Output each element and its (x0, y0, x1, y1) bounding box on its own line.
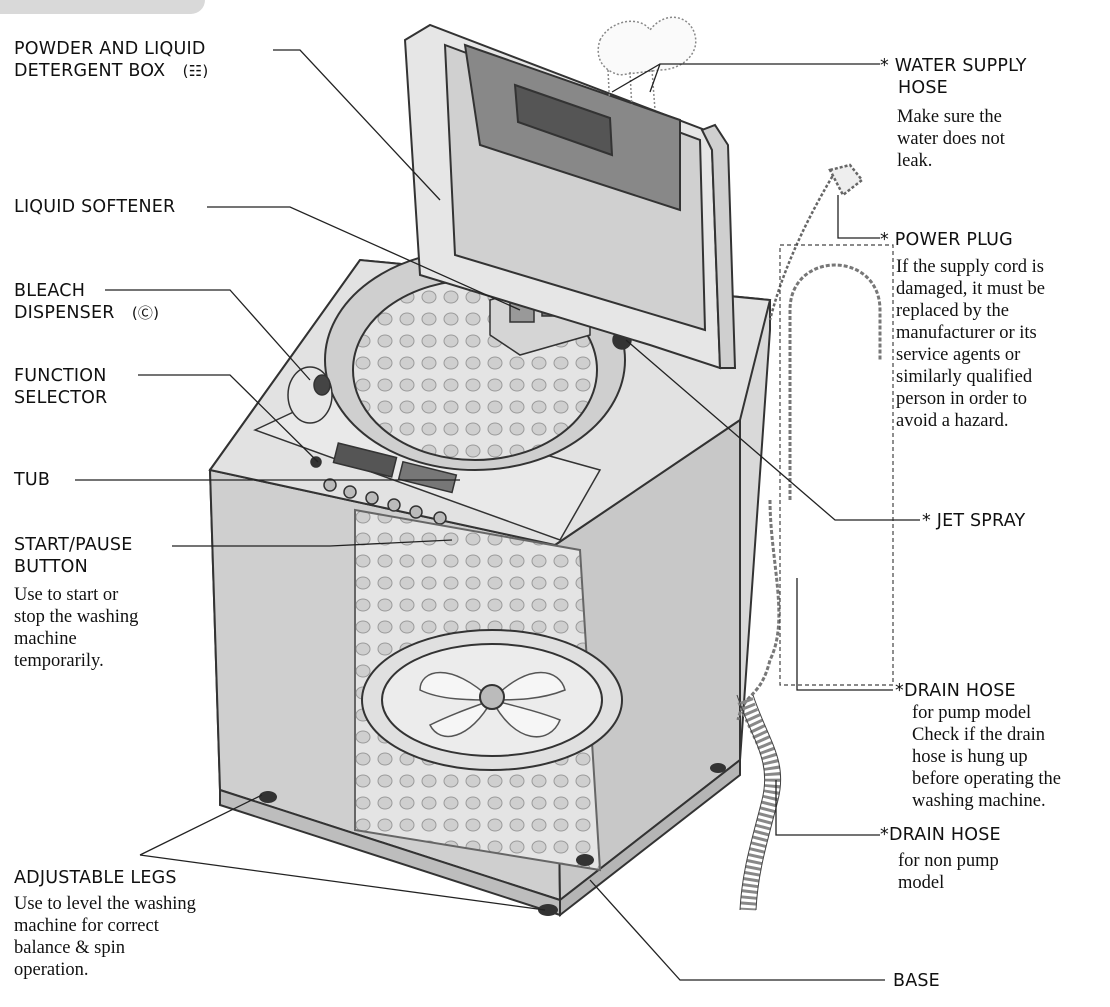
pump-hose-box (779, 244, 894, 686)
bleach-symbol-icon: (Ⓒ) (131, 304, 160, 322)
desc-adjustable-legs: Use to level the washing machine for cor… (14, 893, 196, 981)
desc-line: manufacturer or its (896, 323, 1037, 343)
desc-line: Check if the drain (912, 725, 1046, 745)
desc-line: damaged, it must be (896, 279, 1045, 299)
desc-line: for non pump (898, 851, 999, 871)
desc-line: service agents or (896, 345, 1021, 365)
desc-power-plug: If the supply cord is damaged, it must b… (896, 256, 1045, 432)
tub (324, 249, 626, 872)
label-drain-hose-pump-line1: *DRAIN HOSE (895, 681, 1016, 701)
desc-line: before operating the (912, 769, 1061, 789)
label-function-selector-line2: SELECTOR (14, 388, 108, 408)
leader-lines (75, 49, 920, 981)
faucet (597, 16, 697, 111)
desc-line: temporarily. (14, 651, 104, 671)
desc-line: replaced by the (896, 301, 1009, 321)
label-bleach-line1: BLEACH (14, 281, 86, 301)
desc-line: person in order to (896, 389, 1028, 409)
desc-water-supply: Make sure the water does not leak. (897, 106, 1005, 172)
desc-line: machine (14, 629, 77, 649)
label-drain-hose-nonpump-line1: *DRAIN HOSE (880, 825, 1001, 845)
desc-line: stop the washing (14, 607, 139, 627)
desc-line: washing machine. (912, 791, 1046, 811)
desc-line: balance & spin (14, 938, 125, 958)
legs (259, 763, 726, 916)
label-bleach-dispenser: BLEACH DISPENSER (Ⓒ) (14, 280, 159, 324)
label-water-supply-line1: * WATER SUPPLY (880, 56, 1027, 76)
label-drain-hose-nonpump: *DRAIN HOSE (880, 824, 1001, 846)
desc-start-pause: Use to start or stop the washing machine… (14, 584, 138, 672)
label-tub: TUB (14, 470, 51, 490)
lid (403, 23, 737, 370)
label-function-selector: FUNCTION SELECTOR (14, 365, 107, 409)
desc-line: water does not (897, 129, 1005, 149)
desc-line: model (898, 873, 945, 893)
desc-line: similarly qualified (896, 367, 1033, 387)
desc-line: for pump model (912, 703, 1032, 723)
label-liquid-softener: LIQUID SOFTENER (14, 197, 176, 217)
detergent-symbol-icon: (☷) (182, 62, 209, 80)
desc-line: machine for correct (14, 916, 159, 936)
desc-line: operation. (14, 960, 89, 980)
label-drain-hose-pump: *DRAIN HOSE (895, 680, 1016, 702)
label-function-selector-line1: FUNCTION (14, 366, 107, 386)
desc-line: Make sure the (897, 107, 1002, 127)
label-base: BASE (893, 971, 940, 991)
desc-line: If the supply cord is (896, 257, 1044, 277)
desc-line: Use to start or (14, 585, 119, 605)
desc-line: avoid a hazard. (896, 411, 1009, 431)
label-water-supply-hose: * WATER SUPPLY HOSE (880, 55, 1027, 99)
desc-line: Use to level the washing (14, 894, 196, 914)
nonpump-drain-hose (737, 697, 781, 911)
desc-drain-hose-pump: for pump model Check if the drain hose i… (912, 702, 1061, 812)
label-power-plug: * POWER PLUG (880, 230, 1013, 250)
label-detergent-box-line1: POWDER AND LIQUID (14, 39, 206, 59)
corner-tab (0, 0, 205, 14)
desc-drain-hose-nonpump: for non pump model (898, 850, 999, 894)
desc-line: leak. (897, 151, 933, 171)
label-detergent-box: POWDER AND LIQUID DETERGENT BOX (☷) (14, 38, 208, 82)
label-bleach-line2: DISPENSER (14, 303, 115, 323)
label-adjustable-legs: ADJUSTABLE LEGS (14, 868, 177, 888)
label-jet-spray: * JET SPRAY (922, 511, 1026, 531)
label-start-pause-line2: BUTTON (14, 557, 88, 577)
label-detergent-box-line2: DETERGENT BOX (14, 61, 166, 81)
power-cord (768, 163, 864, 321)
desc-line: hose is hung up (912, 747, 1028, 767)
label-start-pause-line1: START/PAUSE (14, 535, 133, 555)
label-water-supply-line2: HOSE (898, 78, 948, 98)
label-start-pause: START/PAUSE BUTTON (14, 534, 132, 578)
bleach-cup (287, 366, 333, 424)
